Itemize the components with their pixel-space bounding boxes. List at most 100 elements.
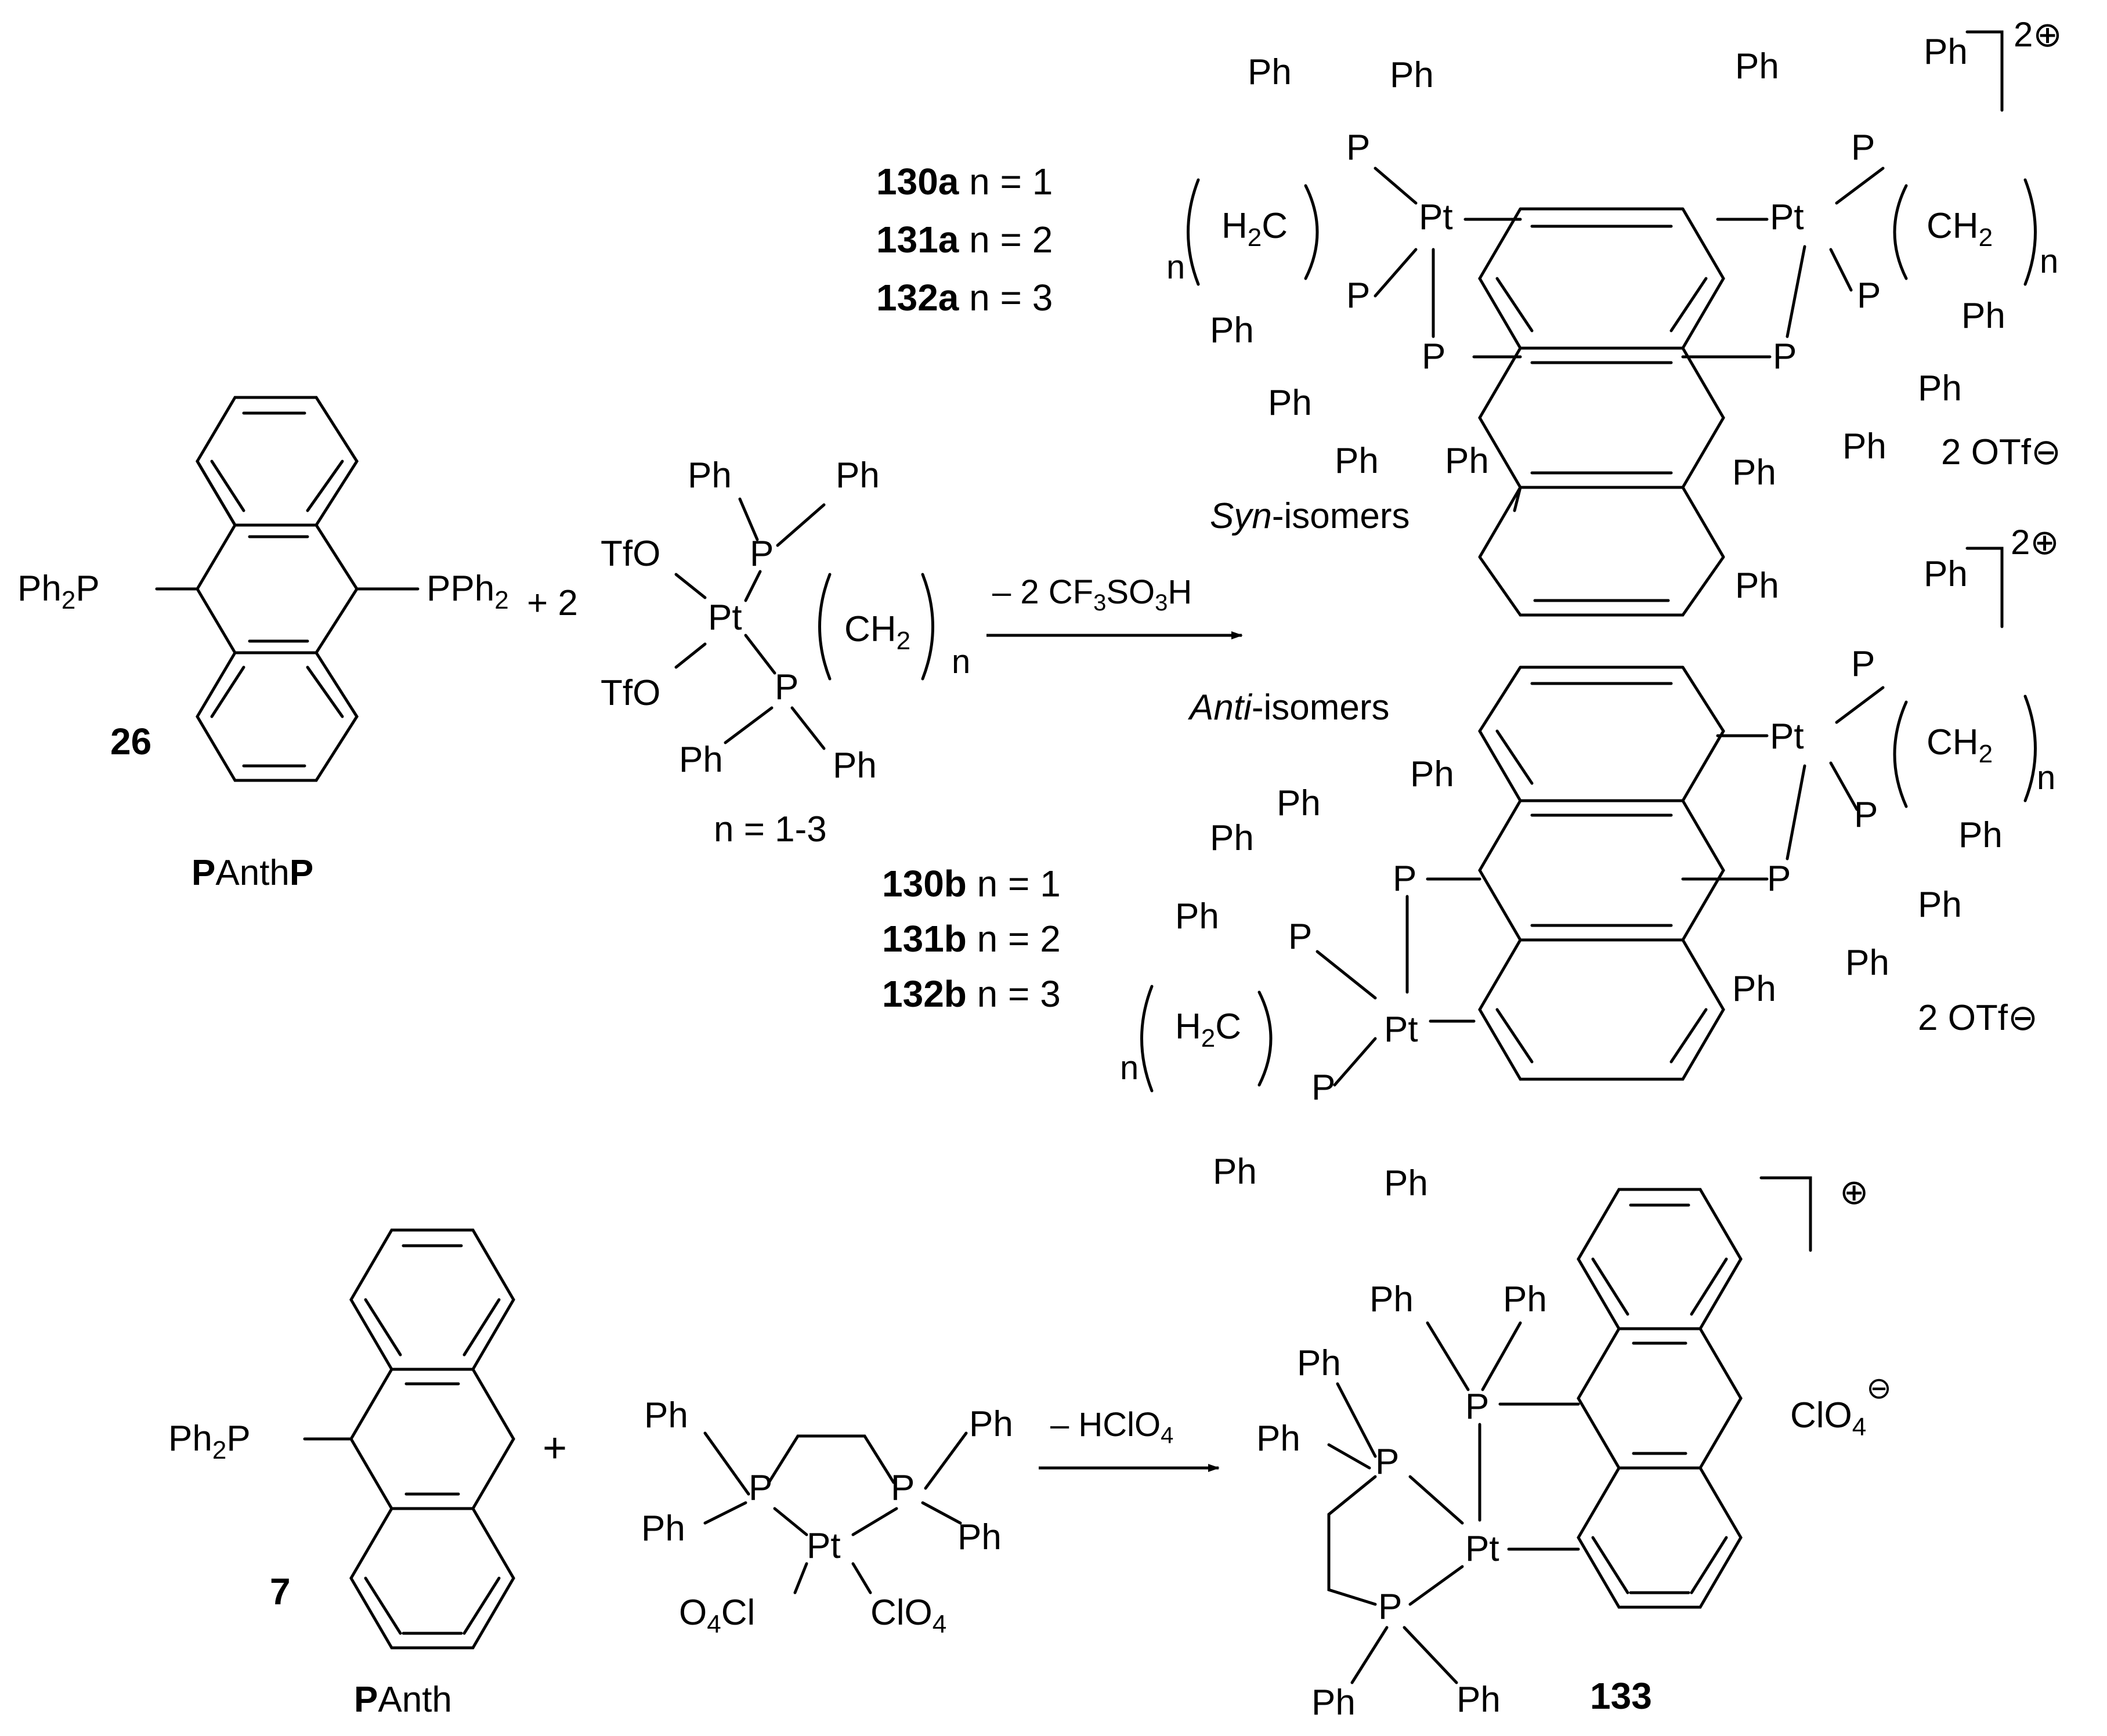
reaction-arrow-2: – HClO4 <box>1039 1406 1220 1472</box>
o4cl-ligand: O4Cl <box>679 1593 755 1639</box>
ph-anti-7: Ph <box>1735 566 1779 606</box>
anti-compound-list: 130b n = 1 131b n = 2 132b n = 3 <box>882 863 1061 1015</box>
coefficient-two: + 2 <box>527 583 578 623</box>
compound-131a: 131a n = 2 <box>876 219 1053 261</box>
pt-otf-complex: TfO TfO Pt P P CH2 n Ph Ph Ph Ph n = 1-3 <box>601 455 970 849</box>
ph-syn-1: Ph <box>1248 52 1292 92</box>
syn-arc-right-2 <box>2023 178 2037 286</box>
n-anti-right: n <box>2037 759 2055 797</box>
reagent-bonds <box>674 497 826 750</box>
compound-133-number: 133 <box>1590 1675 1652 1717</box>
anti-charge-bracket <box>1965 547 2004 628</box>
ph-133-3: Ph <box>1297 1343 1341 1383</box>
n-range: n = 1-3 <box>714 809 827 849</box>
reaction-arrow-1: – 2 CF3SO3H <box>986 573 1243 639</box>
compound-133-anthracene <box>1577 1188 1743 1609</box>
compound-133-structure: Pt P P P Ph Ph Ph Ph Ph Ph ⊕ ClO4⊖ 133 <box>1256 1173 1892 1723</box>
p-atom-reagent-2a: P <box>749 1468 772 1508</box>
p-133-1: P <box>1465 1387 1489 1427</box>
p-anti-5: P <box>1854 795 1878 835</box>
pt-anti-left: Pt <box>1384 1010 1418 1050</box>
reagent-bridge-arc-right <box>921 573 934 681</box>
compound-7-rings <box>303 1228 515 1650</box>
ph-syn-10: Ph <box>1918 368 1962 408</box>
arrow-2-label: – HClO4 <box>1050 1406 1173 1448</box>
reagent2-bonds <box>703 1431 968 1594</box>
ch2-anti: CH2 <box>1927 722 1993 768</box>
tfo-bottom: TfO <box>601 673 660 713</box>
p-anti-4: P <box>1851 644 1875 684</box>
h2c-syn: H2C <box>1221 206 1288 252</box>
anti-bonds <box>1315 686 1885 1087</box>
compound-133-charge: ⊕ <box>1839 1173 1869 1211</box>
ph-reagent2-2: Ph <box>641 1509 685 1549</box>
syn-isomer-structure: 130a n = 1 131a n = 2 132a n = 3 Pt Pt P… <box>876 15 2062 617</box>
ph-syn-5: Ph <box>1335 441 1379 481</box>
ph-reagent2-4: Ph <box>957 1517 1002 1557</box>
pt-syn-left: Pt <box>1419 197 1453 237</box>
p-syn-4: P <box>1851 128 1875 168</box>
n-anti-left: n <box>1120 1049 1139 1087</box>
n-syn-right: n <box>2040 243 2058 280</box>
syn-charge: 2⊕ <box>2014 15 2062 54</box>
pt-atom-reagent-2: Pt <box>807 1526 841 1566</box>
p-anti-3: P <box>1311 1068 1335 1108</box>
ph-syn-12: Ph <box>1732 453 1776 493</box>
p-syn-5: P <box>1857 276 1881 316</box>
ph-anti-9: Ph <box>1958 815 2003 855</box>
compound-26-structure: Ph2P PPh2 + 2 26 PAnthP <box>17 396 578 893</box>
p-syn-3: P <box>1422 337 1445 377</box>
syn-caption: Syn-isomers <box>1210 496 1410 536</box>
ph-syn-8: Ph <box>1924 32 1968 72</box>
compound-132a: 132a n = 3 <box>876 277 1053 319</box>
compound-26-number: 26 <box>110 721 151 762</box>
ph-syn-11: Ph <box>1842 426 1886 466</box>
compound-133-bonds <box>1327 1321 1580 1684</box>
p-133-3: P <box>1378 1587 1402 1627</box>
compound-132b: 132b n = 3 <box>882 973 1061 1015</box>
p-atom-reagent-2b: P <box>891 1468 915 1508</box>
ch2-bridge-reagent: CH2 <box>844 609 910 655</box>
ph-syn-6: Ph <box>1445 441 1489 481</box>
pt-atom-reagent: Pt <box>708 598 742 638</box>
syn-charge-bracket <box>1965 30 2004 112</box>
n-syn-left: n <box>1166 248 1185 286</box>
compound-131b: 131b n = 2 <box>882 918 1061 960</box>
pt-syn-right: Pt <box>1770 197 1804 237</box>
ph-reagent-1: Ph <box>688 455 732 496</box>
ph-anti-3: Ph <box>1210 818 1254 858</box>
ph-syn-9: Ph <box>1961 296 2005 336</box>
ph-anti-12: Ph <box>1732 969 1776 1009</box>
compound-133-counterion: ClO4⊖ <box>1790 1372 1892 1441</box>
p-syn-1: P <box>1346 128 1370 168</box>
anti-charge: 2⊕ <box>2011 523 2059 562</box>
syn-arc-right-1 <box>1893 184 1908 280</box>
syn-compound-list: 130a n = 1 131a n = 2 132a n = 3 <box>876 161 1053 319</box>
ph-reagent-3: Ph <box>679 740 723 780</box>
ph-133-4: Ph <box>1256 1419 1300 1459</box>
compound-130b: 130b n = 1 <box>882 863 1061 905</box>
p-syn-2: P <box>1346 276 1370 316</box>
ppanth-left-group: Ph2P <box>17 569 100 614</box>
n-subscript-reagent: n <box>952 643 970 681</box>
arrow-1-label: – 2 CF3SO3H <box>992 573 1192 616</box>
ph-133-1: Ph <box>1369 1279 1414 1319</box>
anti-arc-right-2 <box>2023 695 2037 802</box>
tfo-top: TfO <box>601 534 660 574</box>
ph-reagent-4: Ph <box>833 746 877 786</box>
ph-syn-4: Ph <box>1268 383 1312 423</box>
compound-130a: 130a n = 1 <box>876 161 1053 202</box>
compound-7-number: 7 <box>270 1571 291 1612</box>
compound-7-structure: Ph2P 7 PAnth <box>168 1228 515 1720</box>
ph-133-5: Ph <box>1311 1683 1356 1723</box>
clo4-ligand: ClO4 <box>870 1593 946 1639</box>
p-anti-2: P <box>1288 917 1312 957</box>
p-syn-6: P <box>1773 337 1797 377</box>
ph-anti-10: Ph <box>1918 885 1962 925</box>
pt-clo4-complex: Pt P P O4Cl ClO4 Ph Ph Ph Ph <box>641 1395 1013 1639</box>
p-atom-reagent-bottom: P <box>775 667 798 707</box>
anti-anthracene <box>1478 666 1725 1081</box>
syn-counterion: 2 OTf⊖ <box>1941 432 2061 472</box>
anti-arc-left-1 <box>1140 985 1154 1093</box>
